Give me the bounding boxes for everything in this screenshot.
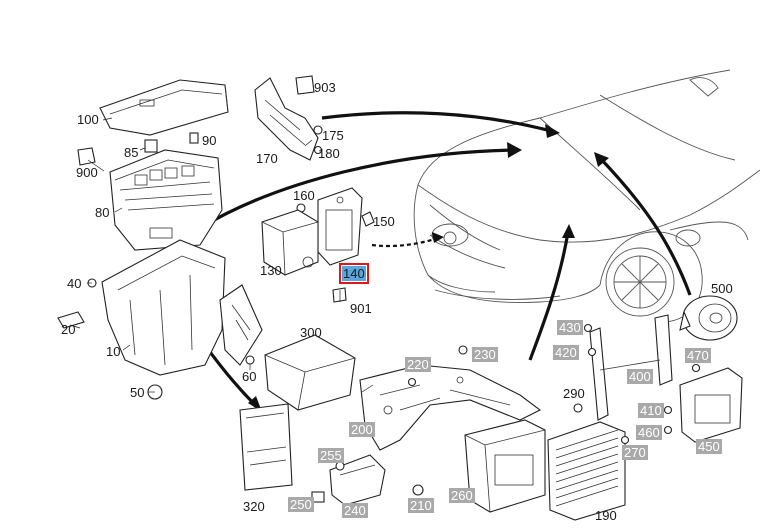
callout-500[interactable]: 500 <box>711 281 733 296</box>
part-420-screw <box>587 347 597 357</box>
part-190-ecu <box>547 421 626 521</box>
callout-60[interactable]: 60 <box>242 369 257 384</box>
callout-10[interactable]: 10 <box>106 344 121 359</box>
part-200-bracket <box>359 364 542 451</box>
callout-130[interactable]: 130 <box>260 263 282 278</box>
callout-50[interactable]: 50 <box>130 385 145 400</box>
part-900-clip <box>77 147 96 166</box>
callout-140-selected[interactable]: 140 <box>339 263 369 284</box>
callout-290[interactable]: 290 <box>563 386 585 401</box>
callout-320[interactable]: 320 <box>243 499 265 514</box>
callout-240[interactable]: 240 <box>342 503 368 518</box>
callout-220[interactable]: 220 <box>405 357 431 372</box>
callout-210[interactable]: 210 <box>408 498 434 513</box>
callout-901[interactable]: 901 <box>350 301 372 316</box>
part-175-screw <box>313 125 323 135</box>
callout-170[interactable]: 170 <box>256 151 278 166</box>
part-470-screw <box>691 363 701 373</box>
callout-903[interactable]: 903 <box>314 80 336 95</box>
callout-150[interactable]: 150 <box>373 214 395 229</box>
part-180-screw <box>313 145 323 155</box>
part-901-clip <box>332 287 347 303</box>
callout-450[interactable]: 450 <box>696 439 722 454</box>
callout-80[interactable]: 80 <box>95 205 110 220</box>
part-430-screw <box>583 323 593 333</box>
callout-410[interactable]: 410 <box>638 403 664 418</box>
part-500-siren <box>679 295 738 341</box>
callout-470[interactable]: 470 <box>685 348 711 363</box>
part-270-screw <box>620 435 630 445</box>
part-210-grommet <box>412 484 424 496</box>
callout-250[interactable]: 250 <box>288 497 314 512</box>
callout-190[interactable]: 190 <box>595 508 617 523</box>
callout-40[interactable]: 40 <box>67 276 82 291</box>
part-20-bracket <box>57 311 85 329</box>
part-90-fuse <box>189 132 199 144</box>
part-320-panel <box>239 403 293 491</box>
part-290-nut <box>573 403 583 413</box>
part-60-nut <box>245 355 255 365</box>
part-903-clip <box>295 75 315 95</box>
callout-160[interactable]: 160 <box>293 188 315 203</box>
part-450-bracket <box>679 367 743 443</box>
part-85-relay <box>144 139 158 153</box>
callout-100[interactable]: 100 <box>77 112 99 127</box>
callout-400[interactable]: 400 <box>627 369 653 384</box>
callout-900[interactable]: 900 <box>76 165 98 180</box>
callout-460[interactable]: 460 <box>636 425 662 440</box>
part-250-clip <box>311 491 325 503</box>
callout-420[interactable]: 420 <box>553 345 579 360</box>
callout-270[interactable]: 270 <box>622 445 648 460</box>
callout-430[interactable]: 430 <box>557 320 583 335</box>
callout-85[interactable]: 85 <box>124 145 139 160</box>
part-10-housing <box>101 239 263 376</box>
leader-lines <box>69 117 374 393</box>
part-255-screw <box>335 461 345 471</box>
callout-200[interactable]: 200 <box>349 422 375 437</box>
part-230-nut <box>458 345 468 355</box>
part-140-bracket <box>317 187 363 266</box>
part-100-cover <box>99 79 229 136</box>
part-170-bracket <box>254 77 319 161</box>
callout-255[interactable]: 255 <box>318 448 344 463</box>
callout-180[interactable]: 180 <box>318 146 340 161</box>
part-220-screw <box>407 377 417 387</box>
callout-90[interactable]: 90 <box>202 133 217 148</box>
part-410-screw <box>663 405 673 415</box>
part-460-screw <box>663 425 673 435</box>
part-260-control-unit <box>464 419 546 513</box>
callout-175[interactable]: 175 <box>322 128 344 143</box>
car-outline <box>413 69 761 323</box>
part-80-fuse-box <box>109 149 223 251</box>
callout-20[interactable]: 20 <box>61 322 76 337</box>
callout-230[interactable]: 230 <box>472 347 498 362</box>
callout-260[interactable]: 260 <box>449 488 475 503</box>
part-150-nut <box>361 211 375 227</box>
part-130-module <box>261 209 319 276</box>
callout-300[interactable]: 300 <box>300 325 322 340</box>
part-300-block <box>264 334 356 411</box>
